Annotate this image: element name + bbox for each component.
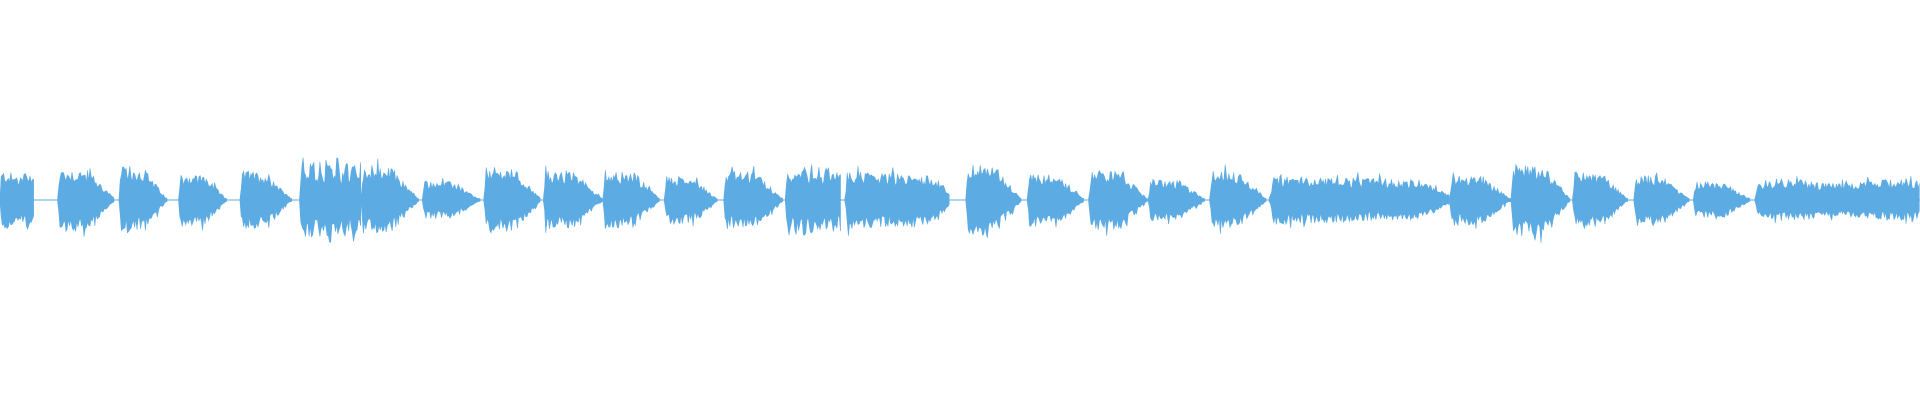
waveform-segment — [57, 168, 115, 237]
waveform-segment — [543, 165, 603, 233]
waveform-segment — [1510, 163, 1571, 243]
waveform-segment — [422, 178, 481, 220]
waveform-segment — [118, 166, 168, 234]
waveform-segment — [178, 175, 227, 231]
waveform-segment — [1693, 180, 1751, 220]
waveform-segment — [483, 167, 541, 234]
waveform-segment — [360, 158, 419, 234]
waveform-segment — [1754, 176, 1920, 224]
waveform-segment — [844, 165, 950, 236]
waveform-segment — [965, 164, 1022, 238]
waveform-segment — [1026, 174, 1084, 228]
waveform-segment — [1572, 171, 1628, 230]
waveform-segment — [1147, 178, 1205, 225]
waveform-segment — [1633, 172, 1690, 227]
waveform-segment — [664, 175, 718, 227]
waveform-segment — [1209, 164, 1267, 234]
waveform-segment — [0, 172, 34, 231]
waveform-segment — [239, 170, 292, 229]
waveform-segment — [723, 166, 783, 230]
waveform-segment — [1088, 169, 1148, 236]
waveform-segment — [1268, 172, 1450, 229]
waveform-segment — [1449, 172, 1512, 229]
waveform-segment — [299, 157, 361, 243]
waveform-segment — [785, 164, 841, 236]
waveform-segment — [602, 170, 660, 229]
